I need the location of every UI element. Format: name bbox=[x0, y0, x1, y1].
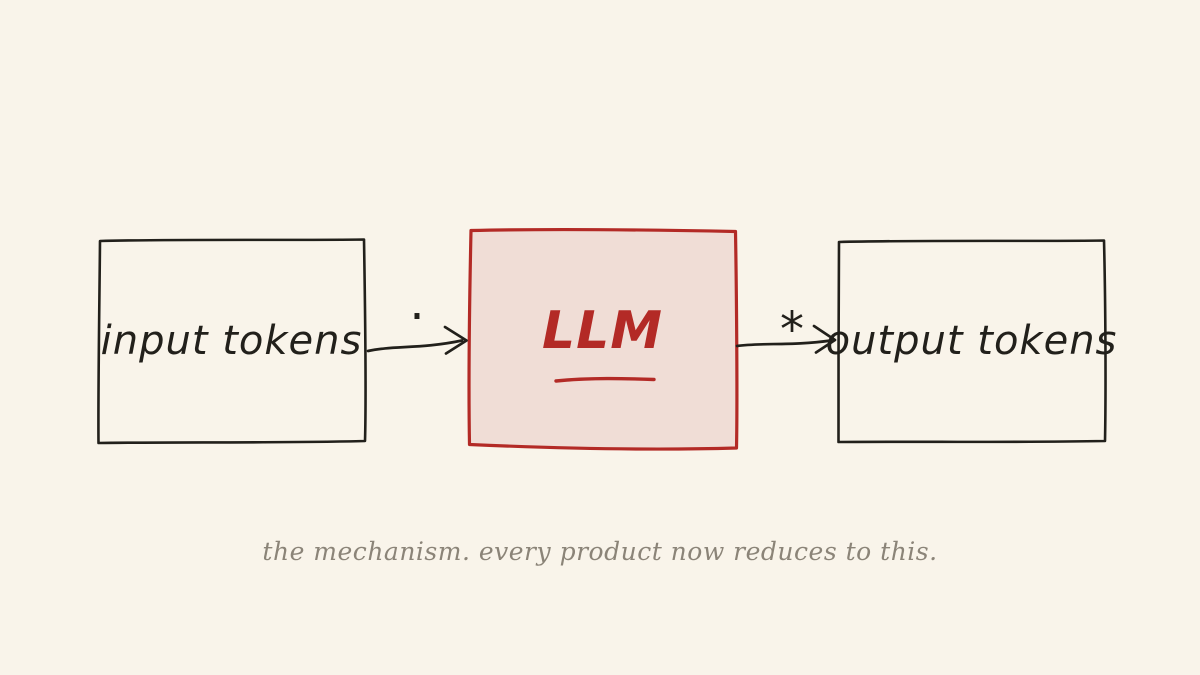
caption: the mechanism. every product now reduces… bbox=[262, 537, 938, 566]
arrowhead-input-to-llm bbox=[443, 325, 468, 355]
llm-box bbox=[467, 227, 739, 451]
arrow-input-to-llm bbox=[366, 339, 464, 353]
llm-label: LLM bbox=[541, 301, 663, 361]
edge-label-asterisk: * bbox=[780, 302, 804, 358]
arrowhead-llm-to-output bbox=[812, 324, 837, 354]
output-tokens-box bbox=[837, 239, 1107, 444]
arrow-llm-to-output bbox=[735, 339, 833, 348]
output-tokens-label: output tokens bbox=[825, 318, 1118, 364]
input-tokens-box bbox=[97, 238, 367, 445]
input-tokens-label: input tokens bbox=[100, 317, 363, 364]
edge-label-dot: · bbox=[409, 289, 425, 345]
llm-underline bbox=[554, 376, 656, 383]
